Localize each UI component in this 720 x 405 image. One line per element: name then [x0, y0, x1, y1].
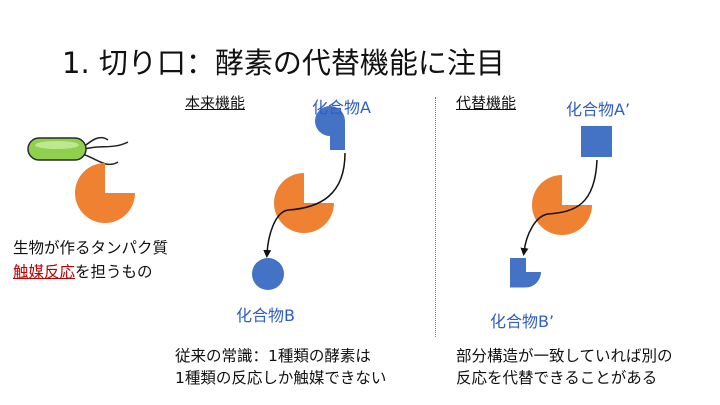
alternative-note-line2: 反応を代替できることがある [456, 369, 658, 387]
arrow-icon-original [263, 152, 346, 258]
page-title: 1. 切り口：酵素の代替機能に注目 [62, 46, 505, 80]
enzyme-pacman-icon-original [274, 173, 334, 233]
original-note-line1: 従来の常識：1種類の酵素は [175, 347, 371, 365]
compound-b-prime-label: 化合物B’ [490, 312, 555, 331]
alternative-note-line1: 部分構造が一致していれば別の [456, 347, 673, 365]
enzyme-description: 生物が作るタンパク質 触媒反応を担うもの [13, 236, 168, 284]
catalysis-highlight: 触媒反応 [13, 263, 76, 281]
alternative-function-note: 部分構造が一致していれば別の 反応を代替できることがある [456, 345, 673, 389]
compound-b-prime-shape-icon [510, 258, 541, 288]
compound-b-circle-icon [252, 258, 284, 290]
bacterium-icon [27, 136, 129, 166]
compound-a-prime-label: 化合物A’ [566, 100, 631, 119]
compound-a-label: 化合物A [312, 98, 371, 117]
enzyme-description-line2: 触媒反応を担うもの [13, 260, 168, 284]
alternative-function-heading: 代替機能 [456, 94, 517, 112]
compound-b-label: 化合物B [236, 306, 295, 325]
original-note-line2: 1種類の反応しか触媒できない [175, 369, 387, 387]
compound-a-circle-icon [315, 106, 345, 150]
enzyme-pacman-icon [75, 163, 135, 223]
original-function-heading: 本来機能 [185, 94, 246, 112]
enzyme-description-rest: を担うもの [75, 263, 153, 281]
arrow-icon-alternative [520, 159, 598, 256]
section-divider [435, 97, 436, 337]
enzyme-pacman-icon-alternative [532, 175, 592, 235]
original-function-note: 従来の常識：1種類の酵素は 1種類の反応しか触媒できない [175, 345, 386, 389]
compound-a-prime-square-icon [581, 126, 612, 157]
enzyme-description-line1: 生物が作るタンパク質 [13, 239, 169, 257]
